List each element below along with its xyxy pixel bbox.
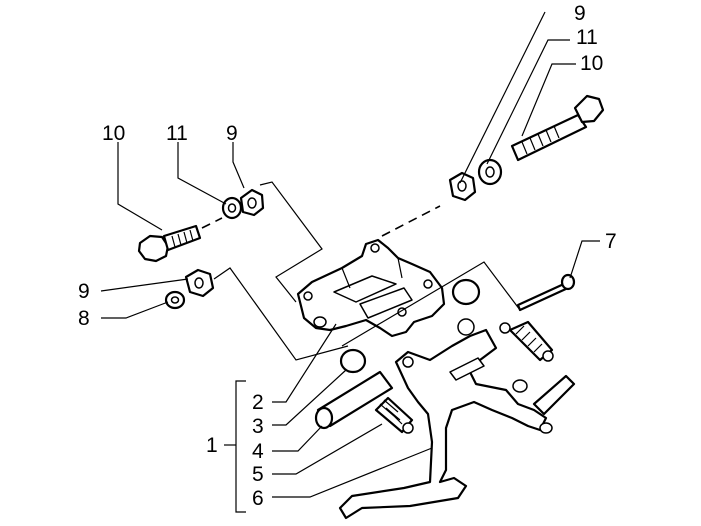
- callout-left-11: 11: [166, 122, 188, 145]
- callout-8: 8: [78, 307, 90, 330]
- callout-lower-9: 9: [78, 280, 90, 303]
- leader-2: [272, 323, 337, 403]
- callout-2: 2: [252, 391, 264, 414]
- tube-part: [314, 370, 394, 430]
- callout-7: 7: [605, 230, 617, 253]
- lower-washer-part: [164, 290, 186, 310]
- bracket-part: [296, 238, 446, 338]
- callout-right-9: 9: [574, 2, 586, 25]
- leader-4: [272, 425, 323, 452]
- leader-3: [272, 369, 347, 426]
- callout-right-10: 10: [580, 52, 603, 75]
- callout-left-10: 10: [102, 122, 125, 145]
- right-bolt-axis-line: [381, 205, 441, 237]
- leader-8: [101, 301, 169, 319]
- leader-left-11: [177, 142, 227, 205]
- callout-right-11: 11: [576, 26, 598, 49]
- leader-left-10: [117, 142, 163, 231]
- pin-part: [516, 273, 576, 312]
- left-bolt-axis-line: [201, 217, 223, 229]
- callout-3: 3: [252, 415, 264, 438]
- right-nut-part: [448, 171, 477, 202]
- bracket-cap-part: [451, 278, 481, 306]
- assembly-guide-line-lower-right: [341, 261, 521, 347]
- stand-part: [338, 318, 576, 520]
- group-bracket: [235, 380, 246, 513]
- assembly-guide-line-upper: [259, 181, 323, 303]
- callout-4: 4: [252, 440, 264, 463]
- assembly-guide-line-lower-left: [213, 267, 349, 361]
- leader-lower-9: [100, 278, 189, 292]
- leader-right-9: [459, 11, 546, 184]
- left-nut-part: [239, 188, 265, 217]
- right-washer-part: [477, 158, 503, 186]
- callout-1: 1: [206, 434, 218, 457]
- left-bolt-part: [137, 224, 202, 263]
- leader-right-10: [521, 63, 576, 137]
- callout-5: 5: [252, 463, 264, 486]
- leader-left-9: [232, 142, 245, 189]
- leader-5: [272, 423, 383, 475]
- callout-6: 6: [252, 487, 264, 510]
- lower-nut-part: [184, 268, 215, 298]
- cap-part: [339, 348, 367, 374]
- left-washer-part: [221, 196, 243, 220]
- leader-6: [272, 447, 433, 498]
- right-bolt-part: [510, 94, 605, 162]
- leader-right-11: [486, 39, 570, 165]
- callout-left-9: 9: [226, 122, 238, 145]
- spring-part: [374, 396, 414, 434]
- leader-7: [569, 240, 600, 279]
